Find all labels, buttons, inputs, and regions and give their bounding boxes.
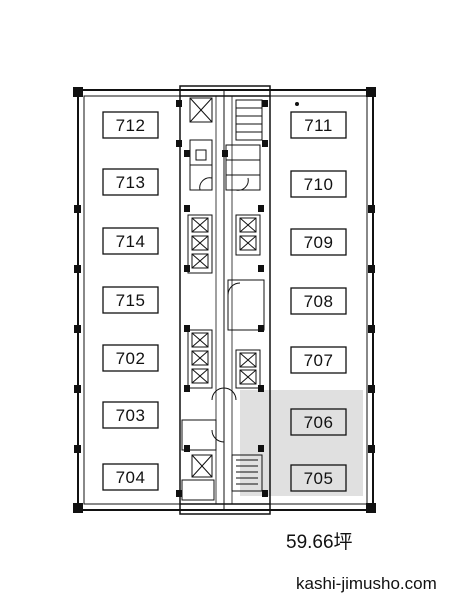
unit-box-704 <box>102 463 159 491</box>
corner-posts <box>73 87 376 513</box>
unit-box-702 <box>102 344 159 372</box>
perimeter-columns <box>74 205 375 453</box>
unit-box-705 <box>290 464 347 492</box>
unit-box-710 <box>290 170 347 198</box>
unit-label-715: 715 <box>116 291 146 310</box>
area-label: 59.66坪 <box>286 532 353 553</box>
elevator-bank-lower <box>187 329 261 389</box>
unit-box-709 <box>290 228 347 256</box>
unit-box-711 <box>290 111 347 139</box>
unit-box-706 <box>290 408 347 436</box>
unit-label-709: 709 <box>304 233 334 252</box>
unit-label-708: 708 <box>304 292 334 311</box>
elevator-bank-upper <box>187 214 261 274</box>
units-right: 711 710 709 708 707 706 705 <box>290 111 347 492</box>
site-label: kashi-jimusho.com <box>296 574 437 593</box>
unit-label-714: 714 <box>116 232 146 251</box>
unit-label-712: 712 <box>116 116 146 135</box>
unit-box-714 <box>102 227 159 255</box>
unit-box-712 <box>102 111 159 139</box>
unit-label-707: 707 <box>304 351 334 370</box>
unit-label-704: 704 <box>116 468 146 487</box>
unit-box-703 <box>102 401 159 429</box>
core-columns <box>176 100 299 497</box>
unit-label-711: 711 <box>304 116 333 135</box>
unit-label-705: 705 <box>304 469 334 488</box>
units-left: 712 713 714 715 702 703 704 <box>102 111 159 491</box>
unit-label-706: 706 <box>304 413 334 432</box>
unit-label-702: 702 <box>116 349 146 368</box>
unit-box-713 <box>102 168 159 196</box>
unit-box-707 <box>290 346 347 374</box>
unit-label-713: 713 <box>116 173 146 192</box>
unit-label-710: 710 <box>304 175 334 194</box>
unit-label-703: 703 <box>116 406 146 425</box>
top-core-block <box>189 97 263 191</box>
core-walls <box>179 85 271 515</box>
unit-box-708 <box>290 287 347 315</box>
unit-box-715 <box>102 286 159 314</box>
